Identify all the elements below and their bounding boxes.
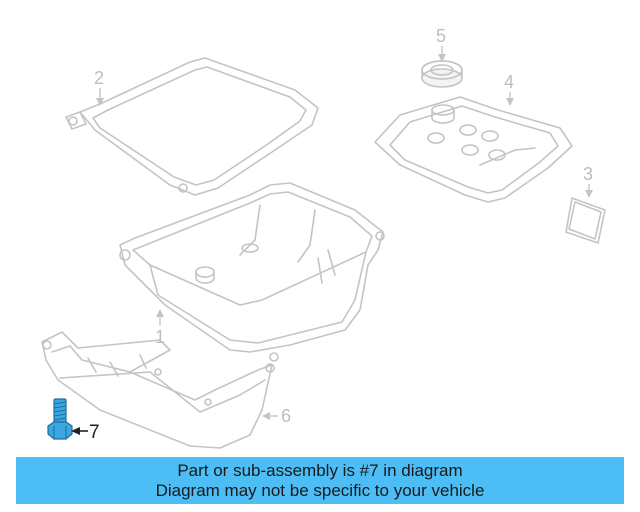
svg-text:1: 1 xyxy=(155,327,165,347)
svg-text:5: 5 xyxy=(436,26,446,46)
part-2-gasket[interactable] xyxy=(65,57,319,196)
svg-text:4: 4 xyxy=(504,72,514,92)
part-3-plate[interactable] xyxy=(565,197,606,244)
svg-text:2: 2 xyxy=(94,68,104,88)
banner-line-part: Part or sub-assembly is #7 in diagram xyxy=(177,460,463,480)
callout-1: 1 xyxy=(155,309,165,347)
callout-5: 5 xyxy=(436,26,446,62)
svg-text:3: 3 xyxy=(583,164,593,184)
svg-text:6: 6 xyxy=(281,406,291,426)
part-4-filter[interactable] xyxy=(374,96,573,203)
parts-diagram: 2 5 4 3 xyxy=(41,26,606,449)
callout-6: 6 xyxy=(262,406,291,426)
callout-2: 2 xyxy=(94,68,104,106)
part-1-oil-pan[interactable] xyxy=(119,182,385,362)
part-7-drain-bolt[interactable] xyxy=(47,398,73,440)
callout-3: 3 xyxy=(583,164,593,198)
banner-line-disclaimer: Diagram may not be specific to your vehi… xyxy=(155,480,485,500)
callout-7: 7 xyxy=(71,422,100,443)
part-5-seal[interactable] xyxy=(421,60,463,88)
part-6-guard[interactable] xyxy=(41,331,275,449)
callout-4: 4 xyxy=(504,72,514,106)
svg-text:7: 7 xyxy=(89,422,100,443)
info-banner: Part or sub-assembly is #7 in diagram Di… xyxy=(16,457,624,504)
